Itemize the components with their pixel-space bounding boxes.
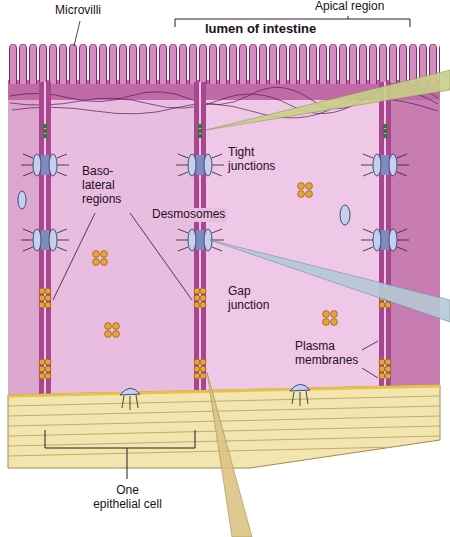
basal-lamina [8,386,440,396]
desmosome-symbol [18,191,26,209]
region-label: Apical region [315,0,384,14]
microvilli-band [8,44,440,84]
leader-line [362,341,378,378]
desmosome-symbol [340,205,350,225]
region-label: Baso- lateral regions [82,165,142,206]
part-label: Plasma membranes [295,340,365,368]
gap-junction-cluster [323,311,338,326]
part-label: Microvilli [55,4,101,18]
plasma-membrane [176,82,224,395]
callout-wedge [210,240,450,322]
gap-junction-cluster [93,251,108,266]
hemidesmosome-symbol [120,388,140,410]
callout-wedge [207,372,252,537]
cell-face [391,100,440,386]
cell-face [51,100,194,394]
part-label: Gap junction [228,285,288,313]
leader-line [74,21,80,46]
part-label: Desmosomes [150,208,227,222]
gap-junction-cluster [298,183,313,198]
plasma-membrane [361,82,409,395]
cell-bracket [45,430,195,479]
leader-line [53,213,192,300]
region-title: lumen of intestine [205,22,316,37]
gap-junction-cluster [105,323,120,338]
hemidesmosome-symbol [290,384,310,406]
plasma-membrane [21,82,69,395]
bracket-label: One epithelial cell [92,484,163,512]
part-label: Tight junctions [228,146,288,174]
callout-wedge [206,70,450,130]
